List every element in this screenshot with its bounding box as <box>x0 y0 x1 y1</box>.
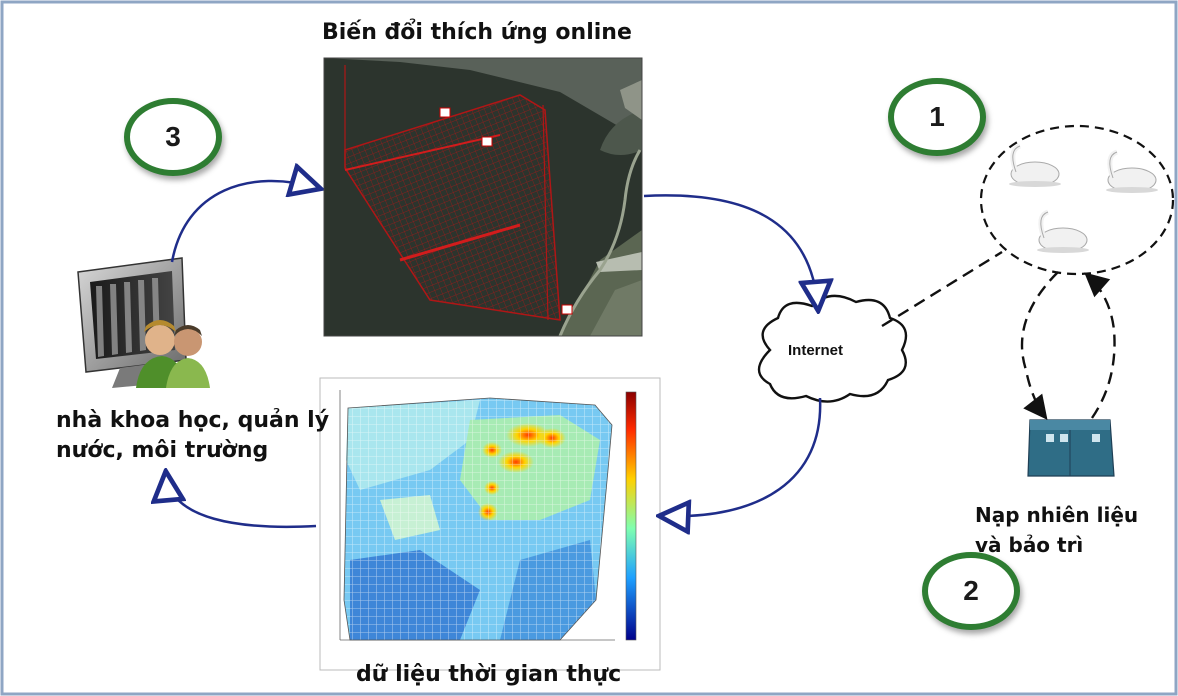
step-badge-3: 3 <box>124 98 222 176</box>
arrow-map-to-internet <box>643 194 818 308</box>
scientists-label-line-1: nhà khoa học, quản lý <box>56 408 330 433</box>
swan-robots-group <box>979 124 1175 276</box>
charging-station-icon <box>1027 419 1115 477</box>
step-badge-2: 2 <box>922 552 1020 630</box>
link-internet-to-swans <box>881 250 1003 328</box>
satellite-map-image <box>323 57 643 337</box>
refuel-label: Nạp nhiên liệu và bảo trì <box>975 500 1138 560</box>
step-badge-1: 1 <box>888 78 986 156</box>
scientists-computer-icon <box>77 257 210 388</box>
step-number-1: 1 <box>929 101 945 132</box>
internet-cloud-icon <box>757 294 908 403</box>
refuel-label-line-1: Nạp nhiên liệu <box>975 503 1139 527</box>
swan-robot-icon <box>1106 149 1158 193</box>
arrow-station-to-swans <box>1084 272 1116 419</box>
step-number-2: 2 <box>963 575 979 606</box>
scientists-label: nhà khoa học, quản lý nước, môi trường <box>56 406 329 466</box>
refuel-label-line-2: và bảo trì <box>975 533 1084 557</box>
diagram-title: Biến đổi thích ứng online <box>322 20 632 45</box>
swan-robot-icon <box>1037 209 1089 253</box>
internet-label: Internet <box>788 342 844 359</box>
arrow-heatmap-to-scientists <box>166 474 317 529</box>
arrow-computer-to-map <box>170 181 318 263</box>
swan-robot-icon <box>1009 143 1061 187</box>
realtime-data-label: dữ liệu thời gian thực <box>356 662 622 687</box>
arrow-internet-to-heatmap <box>662 397 822 516</box>
arrow-swans-to-station <box>1020 271 1059 420</box>
scientists-label-line-2: nước, môi trường <box>56 438 269 463</box>
heatmap-image <box>319 377 661 671</box>
step-number-3: 3 <box>165 121 181 152</box>
